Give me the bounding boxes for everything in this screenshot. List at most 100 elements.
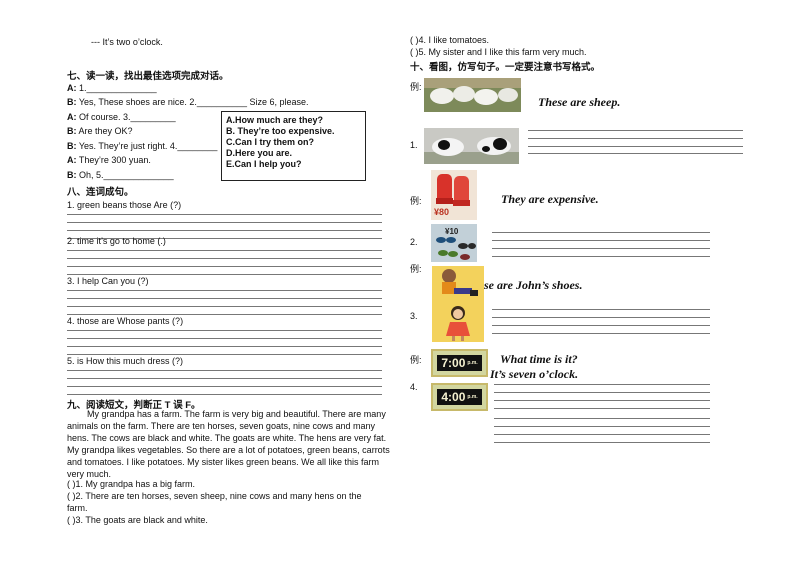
answer-line bbox=[67, 378, 382, 379]
answer-line bbox=[528, 146, 743, 147]
girl-image bbox=[432, 302, 484, 342]
answer-line bbox=[67, 290, 382, 291]
example-sentence-3: se are John’s shoes. bbox=[484, 278, 583, 292]
answer-line bbox=[494, 400, 710, 401]
answer-line bbox=[67, 338, 382, 339]
answer-line bbox=[67, 266, 382, 267]
cows-image bbox=[424, 128, 519, 164]
answer-line bbox=[492, 232, 710, 233]
sentence-item: 4. those are Whose pants (?) bbox=[67, 316, 184, 326]
answer-line bbox=[528, 138, 743, 139]
section-8-heading: 八、连词成句。 bbox=[67, 187, 134, 198]
speaker-label: A: bbox=[67, 83, 77, 93]
number-3: 3. bbox=[410, 311, 418, 321]
dialog-text: Of course. 3._________ bbox=[76, 112, 176, 122]
answer-line bbox=[494, 426, 710, 427]
example-sentence-1: These are sheep. bbox=[538, 95, 621, 109]
question-2: ( )2. There are ten horses, seven sheep,… bbox=[67, 491, 362, 501]
dialog-text: Yes. They’re just right. 4.________ bbox=[76, 141, 218, 151]
dialog-text: 1.______________ bbox=[76, 83, 157, 93]
example-label: 例: bbox=[410, 264, 422, 274]
dialog-line: B: Yes, These shoes are nice. 2.________… bbox=[67, 97, 309, 107]
answer-line bbox=[492, 309, 710, 310]
speaker-label: B: bbox=[67, 126, 77, 136]
sentence-item: 5. is How this much dress (?) bbox=[67, 356, 184, 366]
option-d: D.Here you are. bbox=[226, 148, 293, 158]
dialog-text: Oh, 5.______________ bbox=[76, 170, 174, 180]
answer-line bbox=[528, 153, 743, 154]
number-4: 4. bbox=[410, 382, 418, 392]
answer-line bbox=[67, 354, 382, 355]
answer-line bbox=[492, 333, 710, 334]
speaker-label: B: bbox=[67, 97, 77, 107]
question-1: ( )1. My grandpa has a big farm. bbox=[67, 479, 196, 489]
answer-line bbox=[67, 370, 382, 371]
question-5: ( )5. My sister and I like this farm ver… bbox=[410, 47, 587, 57]
answer-line bbox=[67, 214, 382, 215]
price-tag: ¥80 bbox=[434, 207, 450, 217]
sentence-item: 1. green beans those Are (?) bbox=[67, 200, 182, 210]
reading-passage: My grandpa has a farm. The farm is very … bbox=[67, 409, 390, 479]
example-label: 例: bbox=[410, 355, 422, 365]
option-a: A.How much are they? bbox=[226, 115, 324, 125]
answer-line bbox=[67, 274, 382, 275]
dialog-line: A: 1.______________ bbox=[67, 83, 157, 93]
answer-line bbox=[492, 240, 710, 241]
answer-line bbox=[492, 317, 710, 318]
answer-line bbox=[67, 250, 382, 251]
answer-line bbox=[67, 330, 382, 331]
answer-line bbox=[494, 434, 710, 435]
options-box: A.How much are they? B. They’re too expe… bbox=[221, 111, 366, 181]
previous-answer-line: --- It’s two o’clock. bbox=[91, 37, 163, 47]
section-10-heading: 十、看图，仿写句子。一定要注意书写格式。 bbox=[410, 62, 601, 73]
section-7-heading: 七、读一读，找出最佳选项完成对话。 bbox=[67, 71, 229, 82]
sentence-item: 3. I help Can you (?) bbox=[67, 276, 149, 286]
sheep-image bbox=[424, 78, 521, 112]
speaker-label: A: bbox=[67, 112, 77, 122]
answer-line bbox=[494, 384, 710, 385]
answer-line bbox=[67, 394, 382, 395]
example-sentence-2: They are expensive. bbox=[501, 192, 599, 206]
dialog-text: They’re 300 yuan. bbox=[76, 155, 151, 165]
sentence-item: 2. time it’s go to home (.) bbox=[67, 236, 166, 246]
answer-line bbox=[494, 418, 710, 419]
speaker-label: B: bbox=[67, 170, 77, 180]
price-tag: ¥10 bbox=[445, 227, 459, 236]
speaker-label: A: bbox=[67, 155, 77, 165]
question-3: ( )3. The goats are black and white. bbox=[67, 515, 208, 525]
example-label: 例: bbox=[410, 196, 422, 206]
section-9-heading: 九、阅读短文，判断正 T 误 F。 bbox=[67, 400, 201, 411]
answer-line bbox=[492, 256, 710, 257]
answer-line bbox=[67, 386, 382, 387]
answer-line bbox=[67, 238, 382, 239]
answer-line bbox=[67, 306, 382, 307]
gloves-image: ¥80 bbox=[431, 170, 477, 220]
sunglasses-image: ¥10 bbox=[431, 224, 477, 262]
answer-line bbox=[494, 408, 710, 409]
dialog-line: B: Oh, 5.______________ bbox=[67, 170, 174, 180]
example-question: What time is it? bbox=[500, 352, 578, 366]
dialog-text: Are they OK? bbox=[76, 126, 133, 136]
example-label: 例: bbox=[410, 82, 422, 92]
answer-line bbox=[494, 442, 710, 443]
question-4: ( )4. I like tomatoes. bbox=[410, 35, 490, 45]
dialog-line: A: Of course. 3._________ bbox=[67, 112, 176, 122]
answer-line bbox=[67, 346, 382, 347]
answer-line bbox=[67, 230, 382, 231]
boy-image bbox=[432, 266, 484, 302]
dialog-line: B: Are they OK? bbox=[67, 126, 133, 136]
answer-line bbox=[67, 222, 382, 223]
question-2-cont: farm. bbox=[67, 503, 88, 513]
answer-line bbox=[492, 248, 710, 249]
dialog-text: Yes, These shoes are nice. 2.__________ … bbox=[76, 97, 309, 107]
number-2: 2. bbox=[410, 237, 418, 247]
dialog-line: B: Yes. They’re just right. 4.________ bbox=[67, 141, 217, 151]
answer-line bbox=[492, 325, 710, 326]
number-1: 1. bbox=[410, 140, 418, 150]
answer-line bbox=[494, 392, 710, 393]
option-e: E.Can I help you? bbox=[226, 159, 302, 169]
dialog-line: A: They’re 300 yuan. bbox=[67, 155, 151, 165]
example-answer: It’s seven o’clock. bbox=[490, 367, 579, 381]
